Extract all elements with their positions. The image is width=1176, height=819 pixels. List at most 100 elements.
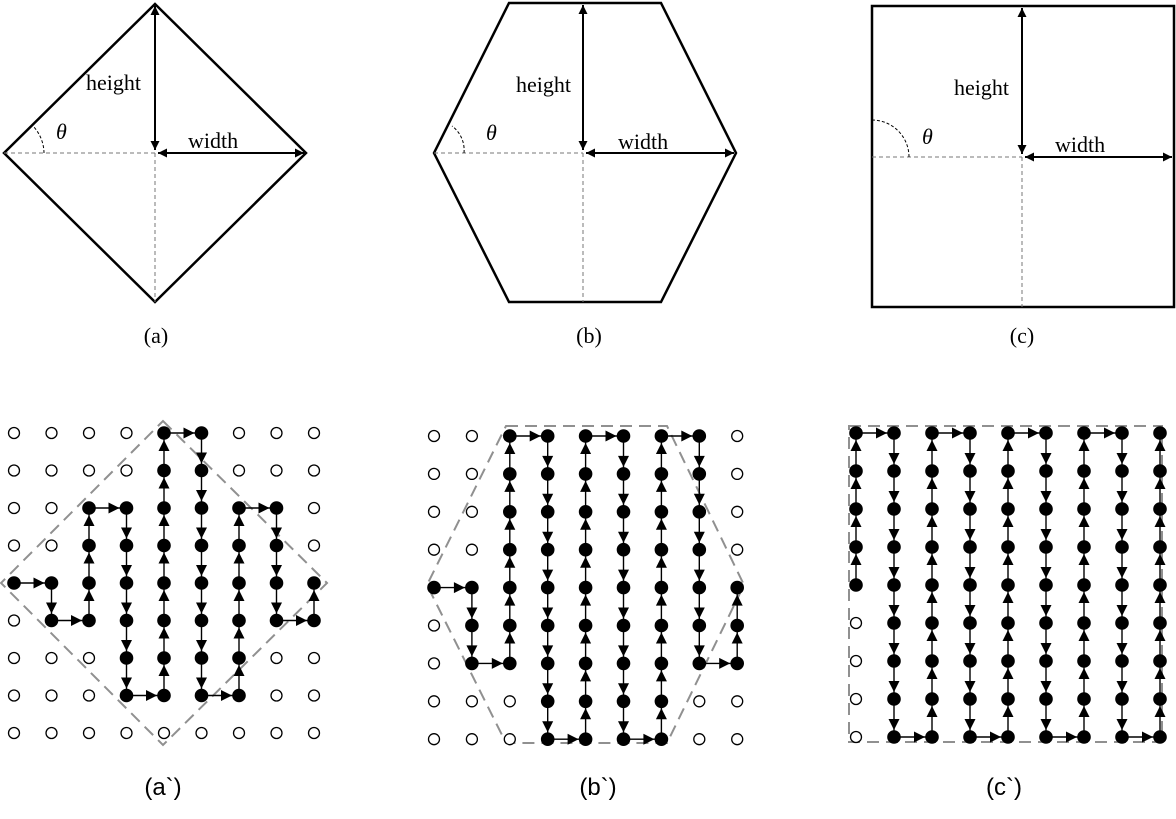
grid-b-arrowhead — [504, 518, 516, 530]
grid-b-visited-node — [616, 542, 631, 557]
grid-b-arrowhead — [655, 594, 667, 606]
grid-b-visited-node — [616, 505, 631, 519]
grid-c-arrowhead — [1104, 427, 1115, 439]
grid-b-unvisited-node — [731, 467, 744, 481]
grid-b-visited-node — [578, 694, 593, 709]
grid-c-arrowhead — [926, 478, 938, 489]
grid-a-unvisited-node — [120, 464, 133, 477]
grid-c-arrowhead — [1078, 592, 1090, 603]
grid-c-arrowhead — [1002, 592, 1014, 603]
grid-c-visited-node — [1039, 502, 1053, 516]
grid-b-visited-node — [616, 656, 631, 671]
hexagon-height-label: height — [516, 72, 571, 97]
grid-a-unvisited-node — [45, 426, 58, 440]
grid-b-visited-node — [503, 505, 517, 519]
grid-c-visited-node — [963, 730, 977, 744]
grid-a-unvisited-node — [120, 426, 133, 440]
grid-b-arrowhead — [681, 430, 693, 442]
grid-b-visited-node — [616, 732, 631, 747]
grid-c-arrowhead — [964, 567, 976, 578]
grid-c-visited-node — [1001, 692, 1015, 706]
grid-b-visited-node — [692, 467, 707, 481]
grid-c-visited-node — [1077, 616, 1091, 630]
grid-a-visited-node — [194, 688, 209, 703]
grid-c-visited-node — [1001, 578, 1015, 592]
grid-c-visited-node — [925, 540, 939, 554]
grid-c-arrowhead — [952, 427, 963, 439]
grid-c-unvisited-node — [849, 692, 863, 706]
grid-c-arrowhead — [926, 706, 938, 717]
grid-b-arrowhead — [580, 632, 592, 644]
grid-b-visited-node — [616, 694, 631, 709]
grid-c-visited-node — [1153, 692, 1167, 706]
grid-a-visited-node — [307, 613, 321, 628]
grid-a-visited-node — [44, 613, 59, 628]
grid-c-visited-node — [1039, 464, 1053, 478]
grid-b-visited-node — [540, 656, 555, 671]
grid-b-arrowhead — [731, 632, 743, 644]
grid-c-visited-node — [887, 426, 901, 440]
grid-c-visited-node — [963, 426, 977, 440]
grid-c-arrowhead — [888, 681, 900, 692]
grid-b-unvisited-node — [465, 505, 479, 518]
grid-b-arrowhead — [719, 657, 731, 669]
grid-c-arrowhead — [1040, 719, 1052, 730]
grid-a-arrowhead — [83, 515, 95, 526]
grid-b-visited-node — [654, 467, 669, 481]
grid-b-visited-node — [503, 429, 517, 443]
panel-c-prime: (c`) — [848, 425, 1167, 801]
grid-a-arrowhead — [296, 615, 307, 626]
grid-a-visited-node — [194, 613, 209, 628]
grid-a-visited-node — [307, 576, 321, 590]
grid-b-unvisited-node — [731, 733, 744, 746]
grid-c-arrowhead — [1116, 605, 1128, 616]
grid-b-arrowhead — [655, 518, 667, 530]
grid-b-visited-node — [692, 429, 707, 443]
grid-b-arrowhead — [655, 670, 667, 682]
grid-c-visited-node — [887, 730, 901, 744]
grid-c-arrowhead — [1116, 643, 1128, 654]
grid-c-visited-node — [1153, 730, 1167, 744]
grid-b-arrowhead — [655, 708, 667, 720]
grid-c-visited-node — [1001, 426, 1015, 440]
grid-b-arrowhead — [618, 645, 629, 657]
grid-c-arrowhead — [1116, 529, 1128, 540]
grid-c-arrowhead — [1116, 567, 1128, 578]
grid-a-unvisited-node — [82, 464, 96, 477]
grid-c-visited-node — [1001, 502, 1015, 516]
grid-a-visited-node — [119, 613, 134, 628]
grid-b-unvisited-node — [731, 543, 744, 556]
grid-c-arrowhead — [1002, 478, 1014, 489]
grid-c-arrowhead — [1116, 491, 1128, 502]
grid-c-visited-node — [925, 578, 939, 592]
hexagon-theta-label: θ — [486, 120, 497, 145]
grid-a-unvisited-node — [45, 464, 58, 477]
grid-b-arrowhead — [643, 733, 655, 745]
grid-b-arrowhead — [618, 531, 629, 543]
grid-b-unvisited-node — [465, 695, 479, 708]
grid-a-arrowhead — [183, 427, 195, 439]
grid-a-arrowhead — [121, 640, 132, 651]
grid-c-arrowhead — [926, 630, 938, 641]
grid-c-arrowhead — [1002, 516, 1014, 527]
grid-c-arrowhead — [1028, 427, 1039, 439]
grid-a-unvisited-node — [7, 689, 21, 702]
grid-b-arrowhead — [580, 708, 592, 720]
grid-c-visited-node — [963, 692, 977, 706]
grid-a-unvisited-node — [7, 726, 21, 740]
grid-b-visited-node — [692, 505, 707, 519]
grid-c-arrowhead — [850, 516, 862, 527]
grid-a-arrowhead — [233, 552, 245, 564]
grid-c-visited-node — [963, 616, 977, 630]
grid-c-arrowhead — [888, 529, 900, 540]
grid-a-arrowhead — [121, 565, 132, 576]
grid-b-arrowhead — [453, 582, 465, 594]
grid-a-arrowhead — [121, 602, 132, 614]
grid-c-visited-node — [849, 426, 863, 440]
grid-b-visited-node — [654, 542, 669, 557]
grid-a-visited-node — [232, 613, 246, 628]
grid-c-visited-node — [1153, 616, 1167, 630]
grid-b-visited-node — [616, 580, 631, 595]
grid-b-visited-node — [540, 505, 555, 519]
grid-a-unvisited-node — [232, 726, 246, 740]
